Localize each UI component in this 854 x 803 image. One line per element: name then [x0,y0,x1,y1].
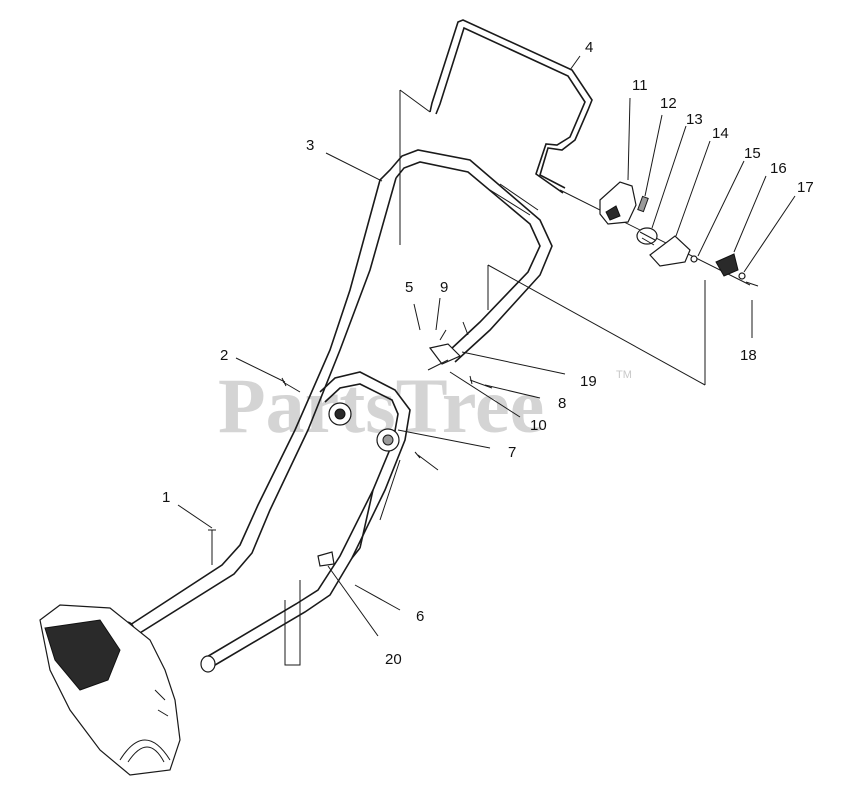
callout-18: 18 [740,347,757,364]
callout-6: 6 [416,608,424,625]
callout-11: 11 [632,77,648,94]
callout-17: 17 [797,179,814,196]
callout-16: 16 [770,160,787,177]
callout-1: 1 [162,489,170,506]
callout-13: 13 [686,111,703,128]
watermark-trademark: TM [616,369,632,381]
callout-9: 9 [440,279,448,296]
callout-14: 14 [712,125,729,142]
bail-bar[interactable] [399,19,593,245]
callout-19: 19 [580,373,597,390]
hardware-parts [208,321,493,620]
callout-4: 4 [585,39,593,56]
rope-guide-assembly[interactable] [599,181,759,287]
callout-15: 15 [744,145,761,162]
callout-2: 2 [220,347,228,364]
callout-5: 5 [405,279,413,296]
callout-labels: 1 2 3 4 5 6 7 8 9 10 11 12 13 14 15 16 1… [162,39,814,668]
callout-20: 20 [385,651,402,668]
mower-housing [39,600,301,776]
callout-leaders [177,55,796,637]
callout-7: 7 [508,444,516,461]
callout-10: 10 [530,417,547,434]
callout-8: 8 [558,395,566,412]
callout-3: 3 [306,137,314,154]
callout-12: 12 [660,95,677,112]
